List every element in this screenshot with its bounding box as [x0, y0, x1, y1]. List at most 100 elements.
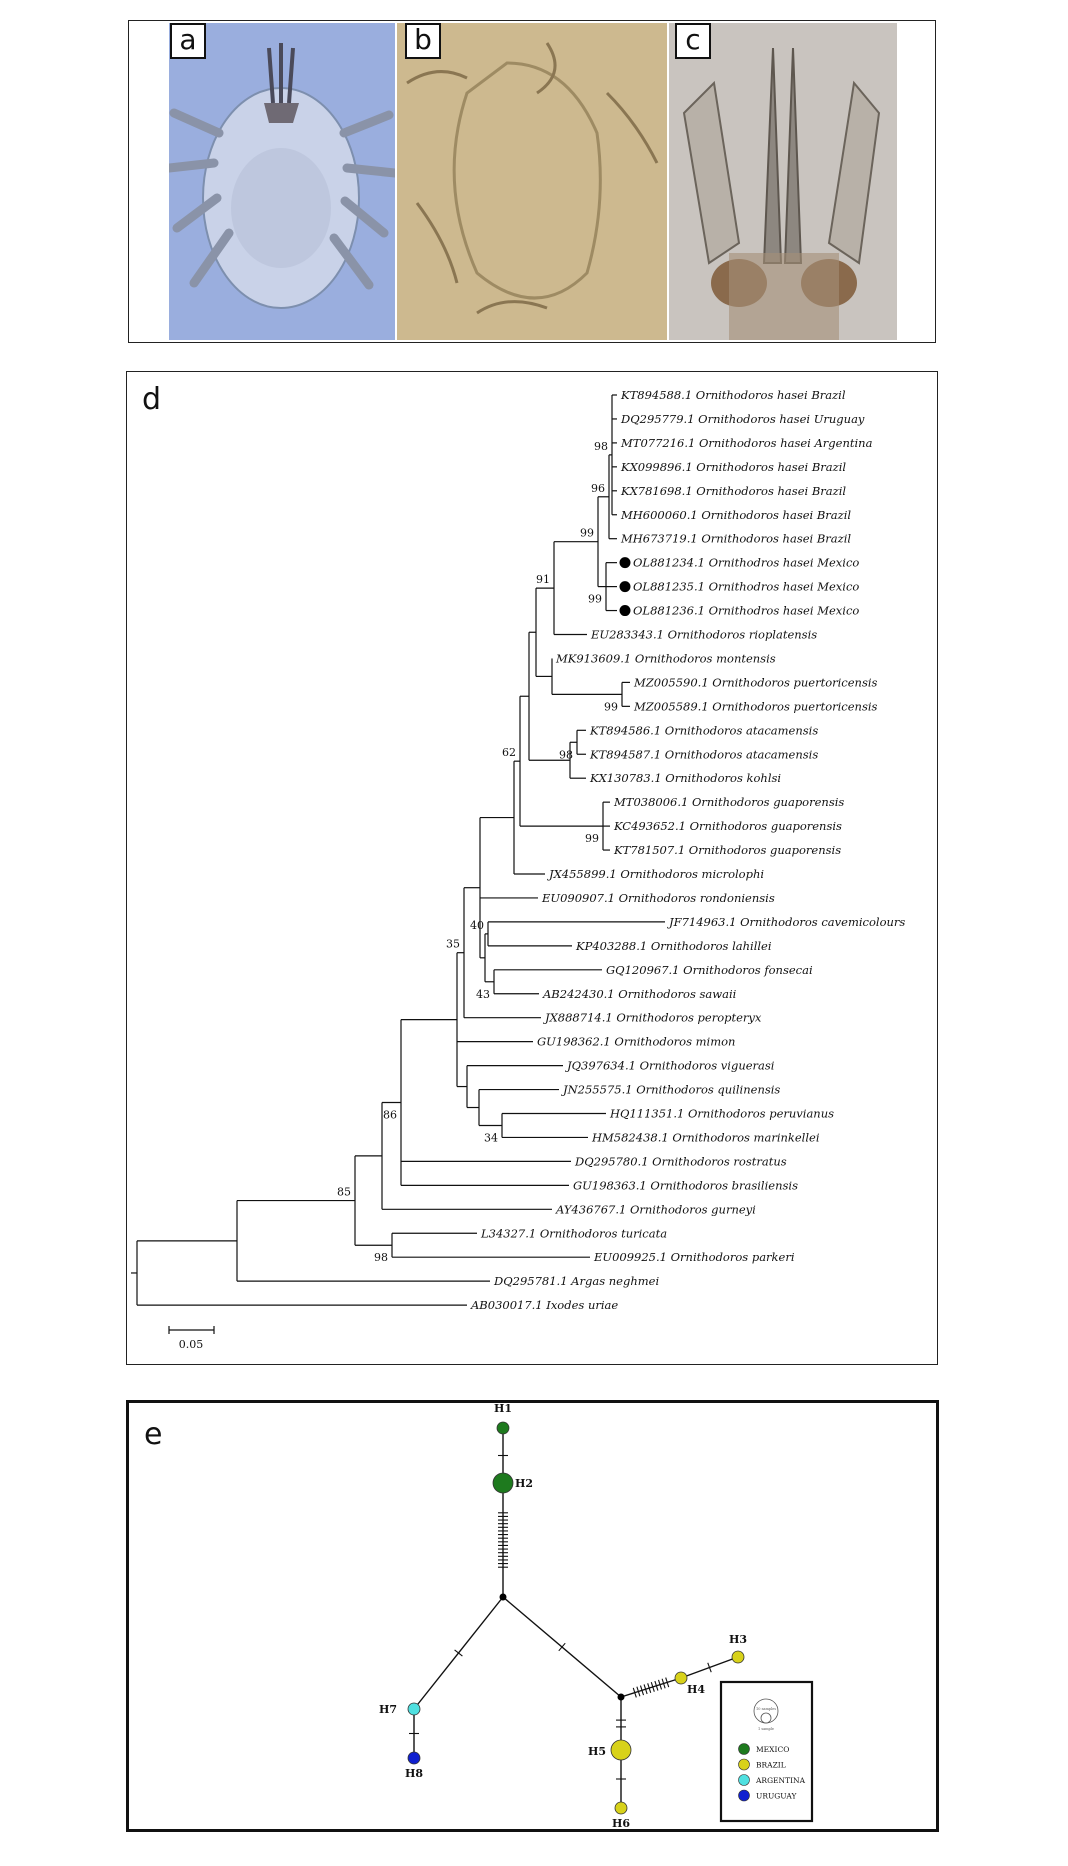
mutation-step-tick — [665, 1677, 670, 1688]
bootstrap-value: 35 — [446, 938, 460, 951]
taxon-label: KC493652.1 Ornithodoros guaporensis — [613, 819, 842, 833]
bootstrap-value: 99 — [604, 700, 618, 713]
haplotype-node-h1 — [496, 1421, 510, 1435]
bootstrap-value: 91 — [536, 573, 550, 586]
mutation-step-tick — [639, 1685, 645, 1696]
bootstrap-value: 99 — [588, 593, 602, 606]
taxon-label: MZ005589.1 Ornithodoros puertoricensis — [633, 699, 878, 713]
legend-label: ARGENTINA — [755, 1776, 806, 1785]
legend-swatch — [738, 1789, 750, 1802]
taxon-label: JF714963.1 Ornithodoros cavemicolours — [667, 915, 905, 929]
taxon-label: MH600060.1 Ornithodoros hasei Brazil — [620, 508, 851, 522]
bootstrap-value: 62 — [502, 746, 516, 759]
taxon-label: EU009925.1 Ornithodoros parkeri — [593, 1250, 795, 1264]
panel-label-e: e — [144, 1417, 163, 1452]
legend-swatch — [738, 1774, 750, 1786]
haplotype-label: H5 — [588, 1745, 606, 1758]
haplotype-node-h4 — [674, 1671, 688, 1685]
size-key-small-circle — [760, 1712, 772, 1724]
haplotype-node-h5 — [610, 1739, 632, 1761]
taxon-label: OL881234.1 Ornithodros hasei Mexico — [633, 556, 859, 570]
haplotype-node-h7 — [407, 1702, 421, 1716]
taxon-label: EU283343.1 Ornithodoros rioplatensis — [590, 628, 817, 642]
taxon-label: JX455899.1 Ornithodoros microlophi — [547, 867, 764, 881]
taxon-label: L34327.1 Ornithodoros turicata — [480, 1226, 667, 1240]
taxon-label: AY436767.1 Ornithodoros gurneyi — [555, 1202, 756, 1216]
mutation-step-tick — [558, 1642, 566, 1652]
mexico-sample-marker — [619, 605, 631, 617]
panel-label-c: c — [675, 23, 711, 59]
taxon-label: AB242430.1 Ornithodoros sawaii — [542, 987, 737, 1001]
bootstrap-value: 43 — [476, 988, 490, 1001]
taxon-label: JN255575.1 Ornithodoros quilinensis — [561, 1083, 780, 1097]
taxon-label: GU198362.1 Ornithodoros mimon — [537, 1035, 735, 1049]
taxon-label: JX888714.1 Ornithodoros peropteryx — [543, 1011, 762, 1025]
mutation-step-tick — [650, 1681, 655, 1692]
phylogenetic-tree: KT894588.1 Ornithodoros hasei BrazilDQ29… — [131, 388, 905, 1351]
haplotype-node-h3 — [731, 1650, 745, 1664]
taxon-label: DQ295781.1 Argas neghmei — [493, 1274, 659, 1288]
haplotype-label: H6 — [612, 1817, 630, 1829]
taxon-label: KT894587.1 Ornithodoros atacamensis — [589, 747, 818, 761]
bootstrap-value: 96 — [591, 482, 605, 495]
photo-a-ventral-view — [169, 23, 395, 340]
haplotype-label: H1 — [494, 1403, 512, 1415]
scale-bar-label: 0.05 — [179, 1338, 204, 1351]
haplotype-node-h6 — [614, 1801, 628, 1815]
taxon-label: KT781507.1 Ornithodoros guaporensis — [613, 843, 841, 857]
taxon-label: JQ397634.1 Ornithodoros viguerasi — [565, 1059, 775, 1073]
network-edge — [620, 1677, 682, 1698]
panel-label-a: a — [170, 23, 206, 59]
mutation-step-tick — [632, 1687, 637, 1698]
bootstrap-value: 99 — [585, 832, 599, 845]
mutation-step-tick — [657, 1679, 663, 1690]
legend-swatch — [738, 1758, 750, 1771]
taxon-label: HQ111351.1 Ornithodoros peruvianus — [609, 1107, 834, 1121]
taxon-label: GU198363.1 Ornithodoros brasiliensis — [573, 1178, 798, 1192]
taxon-label: HM582438.1 Ornithodoros marinkellei — [591, 1130, 820, 1144]
taxon-label: MK913609.1 Ornithodoros montensis — [555, 651, 776, 665]
haplotype-label: H4 — [687, 1683, 705, 1696]
panel-label-d: d — [142, 382, 162, 417]
taxon-label: MT038006.1 Ornithodoros guaporensis — [613, 795, 844, 809]
taxon-label: DQ295780.1 Ornithodoros rostratus — [574, 1154, 787, 1168]
legend-label: MEXICO — [756, 1745, 789, 1754]
taxon-label: AB030017.1 Ixodes uriae — [470, 1298, 618, 1312]
taxon-label: MT077216.1 Ornithodoros hasei Argentina — [620, 436, 873, 450]
haplotype-label: H3 — [729, 1633, 747, 1646]
photo-c-gnathosoma — [669, 23, 897, 340]
photo-b-hypostome — [397, 23, 667, 340]
taxon-label: KX781698.1 Ornithodoros hasei Brazil — [620, 484, 846, 498]
mutation-step-tick — [661, 1678, 666, 1689]
bootstrap-value: 99 — [580, 527, 594, 540]
taxon-label: OL881235.1 Ornithodros hasei Mexico — [633, 580, 859, 594]
taxon-label: DQ295779.1 Ornithodoros hasei Uruguay — [620, 412, 865, 426]
haplotype-node-h8 — [407, 1751, 421, 1765]
taxon-label: KT894586.1 Ornithodoros atacamensis — [589, 723, 818, 737]
taxon-label: EU090907.1 Ornithodoros rondoniensis — [541, 891, 775, 905]
size-key-small-label: 1 sample — [758, 1727, 774, 1731]
bootstrap-value: 98 — [559, 748, 573, 761]
median-vector-node — [499, 1593, 507, 1601]
mutation-step-tick — [654, 1680, 659, 1691]
taxon-label: KP403288.1 Ornithodoros lahillei — [575, 939, 772, 953]
haplotype-label: H8 — [405, 1767, 423, 1780]
bootstrap-value: 34 — [484, 1131, 498, 1144]
size-key-large-label: 10 samples — [756, 1707, 776, 1711]
bootstrap-value: 40 — [470, 919, 484, 932]
bootstrap-value: 98 — [594, 440, 608, 453]
taxon-label: KX099896.1 Ornithodoros hasei Brazil — [620, 460, 846, 474]
taxon-label: OL881236.1 Ornithodros hasei Mexico — [633, 604, 859, 618]
taxon-label: KX130783.1 Ornithodoros kohlsi — [589, 771, 781, 785]
taxon-label: MH673719.1 Ornithodoros hasei Brazil — [620, 532, 851, 546]
mexico-sample-marker — [619, 557, 631, 569]
mutation-step-tick — [647, 1683, 652, 1694]
legend-box — [719, 1680, 814, 1823]
legend-label: BRAZIL — [756, 1761, 786, 1770]
bootstrap-value: 86 — [383, 1108, 397, 1121]
taxon-label: KT894588.1 Ornithodoros hasei Brazil — [620, 388, 846, 402]
micrograph-panel: a b c — [128, 20, 936, 343]
